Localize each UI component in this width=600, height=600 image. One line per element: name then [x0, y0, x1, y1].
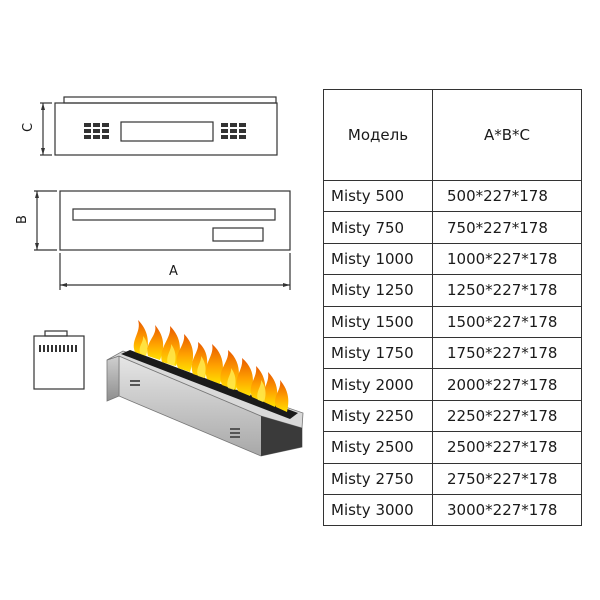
- cell-model: Misty 500: [323, 179, 433, 213]
- cell-dimensions: 2500*227*178: [432, 431, 582, 464]
- dimension-label-c: C: [21, 122, 37, 133]
- table-row: Misty 2000 2000*227*178: [323, 368, 582, 401]
- model-dimensions-table: Модель A*B*C Misty 500 500*227*178 Misty…: [323, 89, 582, 527]
- table-row: Misty 2250 2250*227*178: [323, 399, 582, 433]
- header-dimensions: A*B*C: [432, 89, 582, 181]
- table-row: Misty 1500 1500*227*178: [323, 305, 582, 338]
- cell-model: Misty 2500: [323, 431, 433, 464]
- cell-model: Misty 2250: [323, 399, 433, 433]
- product-vents: [130, 380, 240, 438]
- table-row: Misty 750 750*227*178: [323, 211, 582, 244]
- cell-model: Misty 2750: [323, 462, 433, 495]
- cell-dimensions: 1000*227*178: [432, 242, 582, 276]
- right-vent-grille: [221, 123, 246, 139]
- left-vent-grille: [84, 123, 109, 139]
- cell-dimensions: 3000*227*178: [432, 493, 582, 527]
- cell-dimensions: 1250*227*178: [432, 274, 582, 307]
- dimension-label-a: A: [169, 264, 178, 279]
- cell-model: Misty 3000: [323, 493, 433, 527]
- flame-cores: [139, 336, 266, 402]
- cell-model: Misty 750: [323, 211, 433, 244]
- cell-dimensions: 750*227*178: [432, 211, 582, 244]
- top-view-drawing: [34, 190, 291, 290]
- cell-model: Misty 1750: [323, 336, 433, 370]
- header-model: Модель: [323, 89, 433, 181]
- cell-dimensions: 1500*227*178: [432, 305, 582, 338]
- side-vents: [39, 345, 77, 352]
- cell-dimensions: 2250*227*178: [432, 399, 582, 433]
- fireplace-product-image: [106, 320, 304, 457]
- table-header-row: Модель A*B*C: [323, 89, 582, 181]
- table-row: Misty 2750 2750*227*178: [323, 462, 582, 495]
- table-row: Misty 2500 2500*227*178: [323, 431, 582, 464]
- table-row: Misty 500 500*227*178: [323, 179, 582, 213]
- table-row: Misty 1000 1000*227*178: [323, 242, 582, 276]
- side-view-drawing: [33, 330, 85, 390]
- cell-model: Misty 1000: [323, 242, 433, 276]
- table-row: Misty 3000 3000*227*178: [323, 493, 582, 527]
- cell-model: Misty 2000: [323, 368, 433, 401]
- dimension-label-b: B: [14, 215, 30, 224]
- cell-model: Misty 1250: [323, 274, 433, 307]
- cell-dimensions: 2750*227*178: [432, 462, 582, 495]
- cell-model: Misty 1500: [323, 305, 433, 338]
- table-row: Misty 1250 1250*227*178: [323, 274, 582, 307]
- flames: [133, 320, 289, 412]
- cell-dimensions: 2000*227*178: [432, 368, 582, 401]
- cell-dimensions: 500*227*178: [432, 179, 582, 213]
- table-row: Misty 1750 1750*227*178: [323, 336, 582, 370]
- front-view-drawing: [40, 96, 278, 156]
- cell-dimensions: 1750*227*178: [432, 336, 582, 370]
